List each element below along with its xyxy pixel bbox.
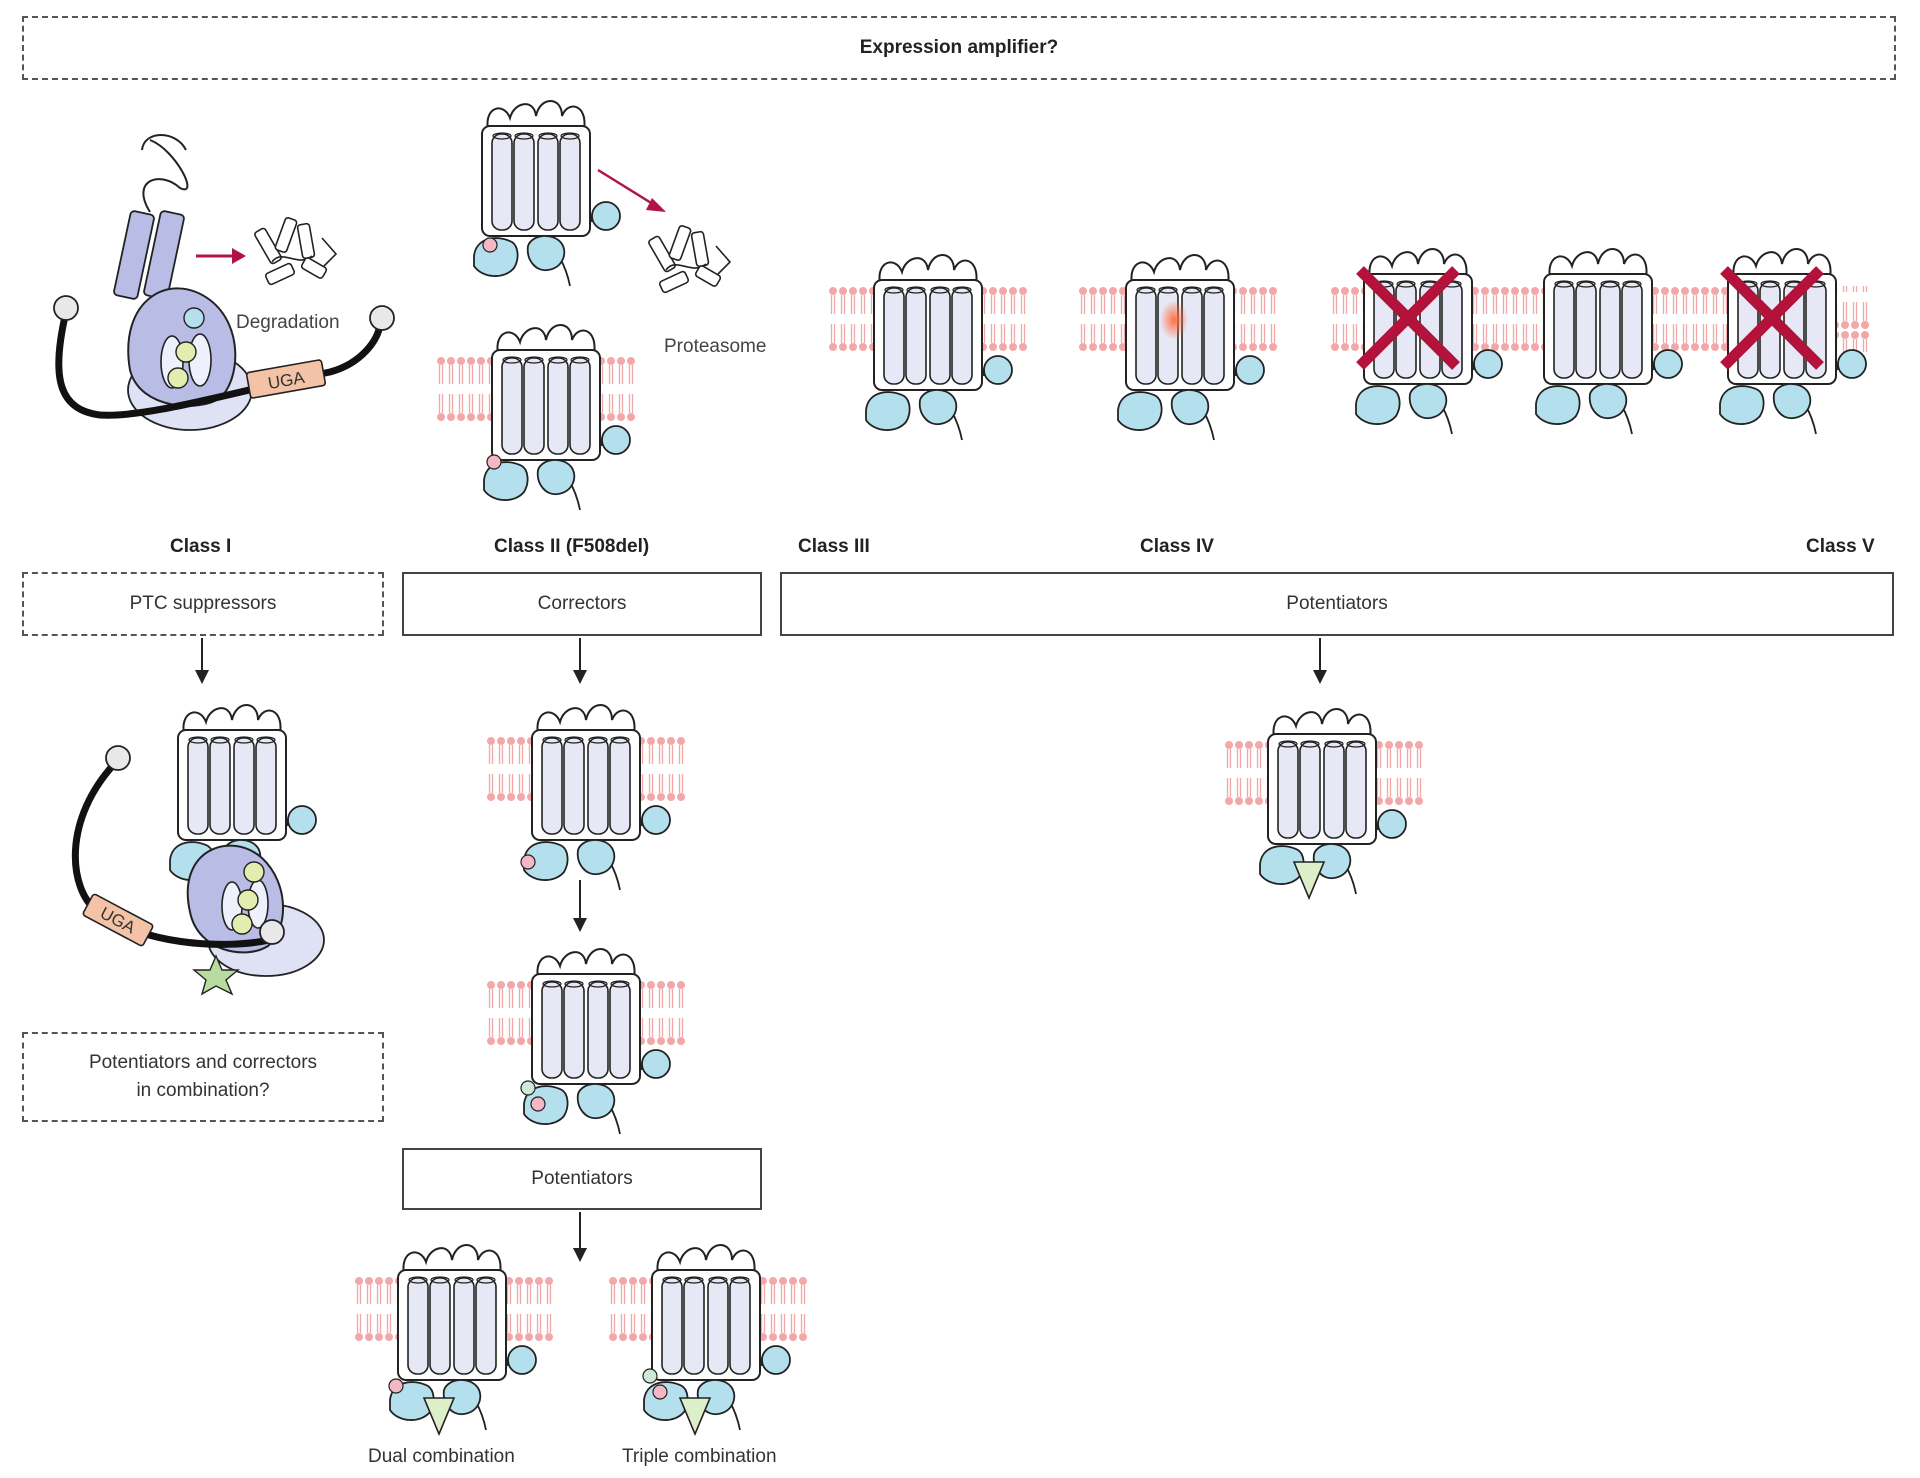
ptc-down-arrow [195, 638, 209, 684]
class1-ribosome-mrna: UGA [53, 287, 395, 431]
combination-line-2: in combination? [136, 1080, 270, 1101]
expression-amplifier-box: Expression amplifier? [22, 16, 1896, 80]
potentiated-cftr [1224, 708, 1424, 899]
class-2-label: Class II (F508del) [494, 536, 650, 557]
triple-combination-cftr [608, 1244, 808, 1435]
correctors-box: Correctors [402, 572, 762, 636]
class-3-label: Class III [798, 536, 870, 557]
potentiators-down-arrow [1313, 638, 1327, 684]
potentiators-class2-down-arrow [573, 1212, 587, 1262]
class5-cftr-crossed-1 [1355, 248, 1503, 435]
expression-amplifier-label: Expression amplifier? [859, 37, 1059, 58]
combination-box: Potentiators and correctors in combinati… [22, 1032, 384, 1122]
potentiators-wide-box: Potentiators [780, 572, 1894, 636]
corrector-step-arrow [573, 880, 587, 932]
proteasome-label: Proteasome [664, 336, 767, 357]
combination-line-1: Potentiators and correctors [88, 1052, 318, 1073]
class-5-label: Class V [1806, 536, 1875, 557]
potentiators-wide-label: Potentiators [1286, 593, 1388, 614]
class-4-label: Class IV [1140, 536, 1214, 557]
degradation-label: Degradation [236, 312, 340, 333]
potentiators-class2-box: Potentiators [402, 1148, 762, 1210]
class1-readthrough-ribosome: UGA [71, 745, 325, 996]
class2-defect-dot [482, 237, 498, 253]
proteasome-fragments-icon [647, 224, 731, 295]
class2-corrected-cftr-2 [486, 948, 686, 1135]
class2-misfolded-cftr [473, 100, 621, 287]
dual-combination-cftr [354, 1244, 554, 1435]
correctors-label: Correctors [537, 593, 627, 614]
correctors-down-arrow [573, 638, 587, 684]
class4-cftr [1078, 254, 1278, 441]
dual-combination-caption: Dual combination [368, 1446, 515, 1467]
class2-proteasome-arrow [597, 168, 666, 212]
ptc-suppressor-star-icon [192, 954, 240, 996]
potentiators-class2-label: Potentiators [531, 1168, 633, 1189]
ptc-suppressors-box: PTC suppressors [22, 572, 384, 636]
class3-cftr [828, 254, 1028, 441]
class2-membrane-cftr [436, 324, 636, 511]
ptc-suppressors-label: PTC suppressors [129, 593, 277, 614]
degradation-fragments-icon [253, 216, 337, 287]
class-1-label: Class I [170, 536, 232, 557]
triple-combination-caption: Triple combination [622, 1446, 777, 1467]
class5-cftr-crossed-2 [1719, 248, 1867, 435]
class1-degradation-arrow [196, 248, 246, 264]
class2-corrected-cftr-1 [486, 704, 686, 891]
